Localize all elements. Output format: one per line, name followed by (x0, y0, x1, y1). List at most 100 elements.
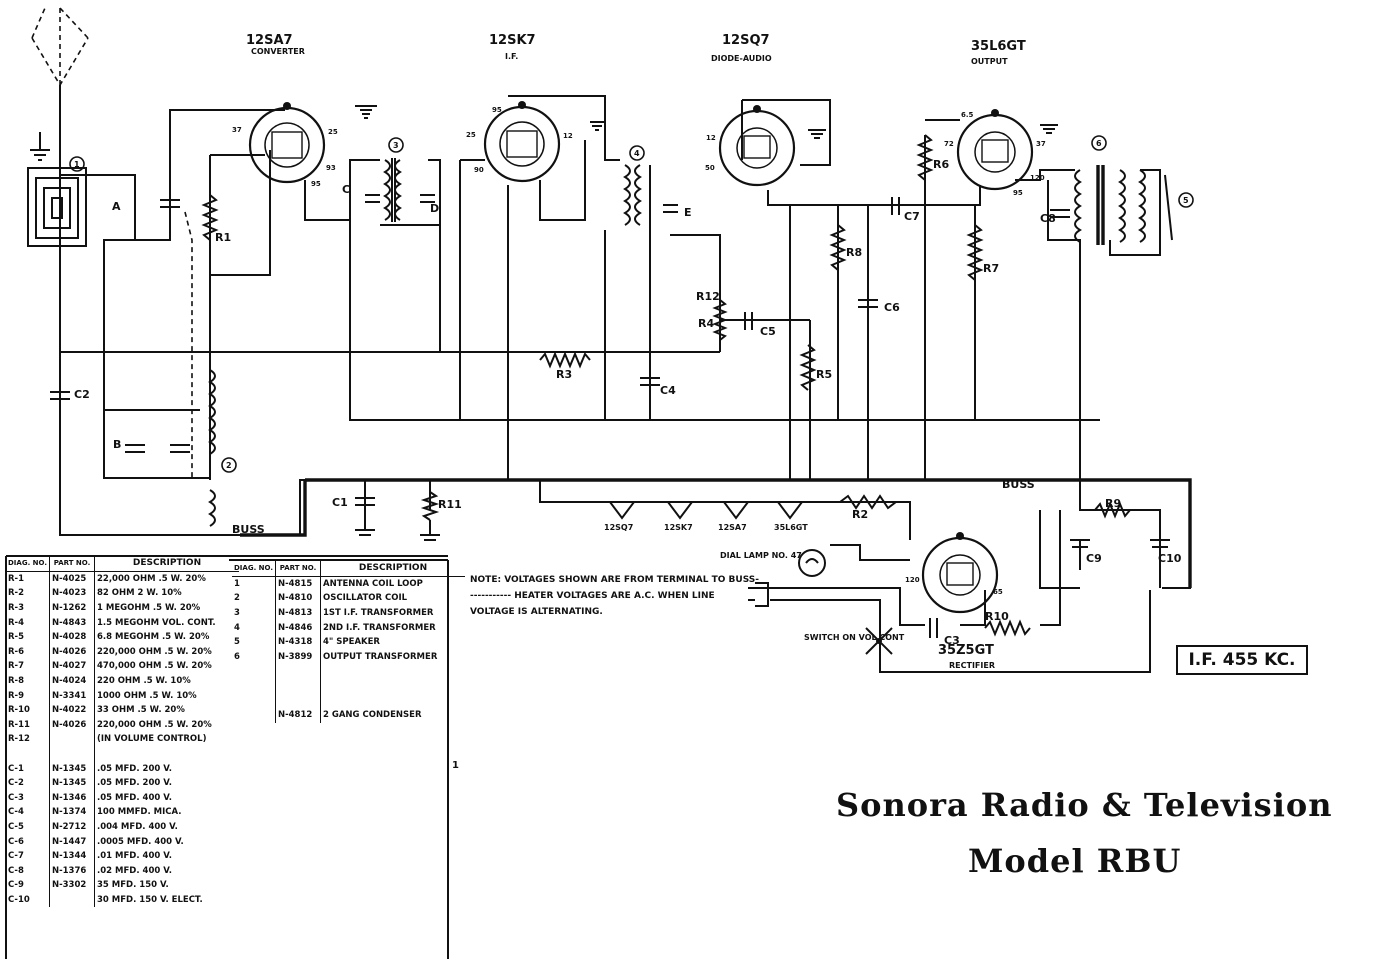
resistor-label: R8 (846, 246, 862, 259)
diag-no-cell: R-4 (6, 615, 50, 630)
pin-label: 6.5 (961, 111, 974, 119)
resistor-label: R7 (983, 262, 999, 275)
pin-label: 12 (563, 132, 573, 140)
part-no-cell: N-1262 (49, 600, 95, 616)
capacitor-label: C4 (660, 384, 676, 397)
pin-label: 50 (705, 164, 715, 172)
diag-no-cell: R-2 (6, 586, 50, 601)
description-cell: 82 OHM 2 W. 10% (97, 588, 182, 599)
pin-label: 25 (328, 128, 338, 136)
trimmer-label: D (430, 202, 439, 215)
part-no-cell: N-4843 (49, 615, 95, 630)
part-no-cell: N-4027 (49, 659, 95, 674)
capacitors (50, 194, 1170, 638)
part-no-cell: N-4846 (275, 620, 321, 635)
table-row (232, 693, 465, 708)
resistor-r11 (420, 491, 440, 521)
diag-no-cell: 3 (232, 605, 276, 621)
part-no-cell: N-4028 (49, 629, 95, 645)
part-no-cell: N-4810 (275, 591, 321, 606)
marker-label: 3 (393, 141, 399, 150)
description-cell: (IN VOLUME CONTROL) (97, 734, 207, 745)
capacitor-label: C1 (332, 496, 348, 509)
part-no-cell (49, 746, 95, 762)
part-no-cell: N-1344 (49, 848, 95, 864)
resistor-r4 (712, 299, 728, 341)
diag-no-cell: R-9 (6, 688, 50, 703)
tube-type-label: 35Z5GT (938, 643, 994, 658)
description-cell: ANTENNA COIL LOOP (323, 578, 423, 589)
diag-no-cell: R-12 (6, 732, 50, 747)
capacitor-label: C2 (74, 388, 90, 401)
part-no-cell: N-2712 (49, 819, 95, 835)
heater-label-2: 12SK7 (664, 523, 693, 532)
description-cell: .0005 MFD. 400 V. (97, 836, 184, 847)
diag-no-cell (232, 693, 276, 708)
part-no-cell: N-1376 (49, 863, 95, 879)
description-cell: .05 MFD. 200 V. (97, 778, 172, 789)
part-no-cell: N-4025 (49, 571, 95, 587)
trimmer-label: B (113, 438, 121, 451)
table-row: R-12 (IN VOLUME CONTROL) (6, 732, 239, 747)
ground-symbol (590, 121, 604, 131)
part-no-cell: N-4318 (275, 634, 321, 650)
heater-chain: 12SQ7 12SK7 12SA7 35L6GT (600, 494, 910, 532)
diag-no-cell: 5 (232, 634, 276, 650)
table-row (232, 664, 465, 679)
trimmer-label: A (112, 200, 121, 213)
marker-label: 1 (74, 160, 80, 169)
diag-no-cell: R-6 (6, 644, 50, 660)
pin-label: 93 (326, 164, 336, 172)
description-cell: .02 MFD. 400 V. (97, 865, 172, 876)
pin-label: 12 (706, 134, 716, 142)
diag-no-cell (6, 746, 50, 762)
loop-antenna-coil (27, 167, 87, 247)
description-cell: 2 GANG CONDENSER (323, 710, 422, 721)
resistor-label: R12 (696, 290, 720, 303)
marker-label: 5 (1183, 196, 1189, 205)
capacitor-c1 (355, 497, 375, 536)
pin-label: 95 (492, 106, 502, 114)
diag-no-cell: 6 (232, 649, 276, 665)
diag-no-cell: 1 (232, 576, 276, 592)
if-transformer-2 (623, 164, 642, 226)
pin-label: 120 (905, 576, 920, 584)
part-no-cell: N-3302 (49, 878, 95, 893)
description-cell: .004 MFD. 400 V. (97, 821, 178, 832)
resistor-r6 (916, 134, 934, 181)
diag-no-cell: C-3 (6, 790, 50, 806)
diag-no-cell: R-1 (6, 571, 50, 587)
if-frequency-box: I.F. 455 KC. (1176, 645, 1308, 675)
pin-label: 95 (311, 180, 321, 188)
description-cell: 100 MMFD. MICA. (97, 807, 182, 818)
power-switch: SWITCH ON VOL CONT (804, 627, 905, 655)
capacitor-label: C7 (904, 210, 920, 223)
capacitor-c9 (1070, 539, 1090, 548)
resistor-r3 (539, 351, 591, 369)
capacitor-label: C5 (760, 325, 776, 338)
ground-symbol (808, 129, 826, 139)
resistor-label: R3 (556, 368, 572, 381)
capacitor-c2 (50, 360, 70, 400)
description-cell: 1.5 MEGOHM VOL. CONT. (97, 617, 216, 628)
resistor-label: R10 (985, 610, 1009, 623)
description-cell (321, 679, 466, 694)
description-cell: 2ND I.F. TRANSFORMER (323, 622, 436, 633)
pin-label: 65 (993, 588, 1003, 596)
diag-no-cell: C-5 (6, 819, 50, 835)
part-no-cell (275, 664, 321, 679)
diag-no-cell: C-4 (6, 805, 50, 820)
part-no-cell (49, 892, 95, 908)
capacitor-c10 (1150, 539, 1170, 548)
description-cell: .05 MFD. 200 V. (97, 763, 172, 774)
description-cell (321, 693, 466, 708)
